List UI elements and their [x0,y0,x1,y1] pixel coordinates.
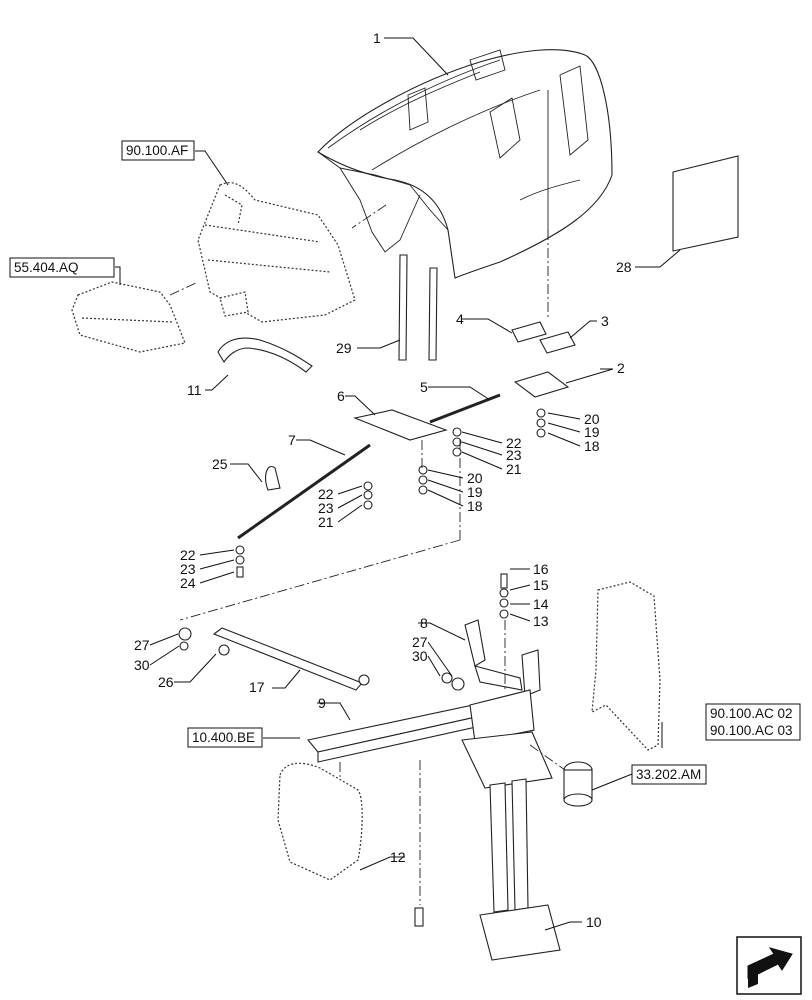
callout-20b: 20 [467,470,483,486]
bracket-3-part [539,331,576,354]
callout-3: 3 [601,313,609,329]
callout-19b: 19 [467,484,483,500]
callout-16: 16 [533,561,549,577]
washer-stack-right [499,408,546,619]
next-page-arrow-icon[interactable] [736,936,802,995]
reference-90-100-ac-02-label: 90.100.AC 02 [710,706,793,721]
callout-23b: 23 [318,500,334,516]
callout-18b: 18 [467,498,483,514]
callout-25: 25 [212,456,228,472]
rod-5-part [429,393,501,424]
leader-lines [115,37,681,931]
callout-24: 24 [180,575,196,591]
reference-33-202-am[interactable]: 33.202.AM [631,764,707,785]
callout-13: 13 [533,613,549,629]
reference-90-100-af-label: 90.100.AF [126,143,188,158]
callout-17: 17 [249,679,265,695]
strap-12-part [277,762,363,881]
callout-21a: 21 [506,461,522,477]
filter-part [563,761,593,807]
callout-22b: 22 [318,486,334,502]
callout-2: 2 [617,360,625,376]
sheet-part [672,155,739,252]
callout-29: 29 [336,340,352,356]
callout-30a: 30 [134,657,150,673]
callout-23a: 23 [506,447,522,463]
plate-6-part [353,409,448,441]
callout-30b: 30 [412,648,428,664]
reference-90-100-ac[interactable]: 90.100.AC 02 90.100.AC 03 [705,703,801,741]
reference-55-404-aq[interactable]: 55.404.AQ [9,257,115,278]
callout-20a: 20 [584,411,600,427]
callout-27a: 27 [134,637,150,653]
callout-11: 11 [187,382,202,398]
callout-5: 5 [420,379,428,395]
callout-6: 6 [337,388,345,404]
rod-17-assembly [178,627,465,691]
callout-10: 10 [586,914,602,930]
callout-8: 8 [420,615,428,631]
reference-33-202-am-label: 33.202.AM [636,767,701,782]
callout-14: 14 [533,596,549,612]
curved-rod-part [217,337,313,373]
reference-10-400-be[interactable]: 10.400.BE [187,727,263,748]
rear-panel [591,581,661,751]
callout-18a: 18 [584,438,600,454]
callout-4: 4 [456,311,464,327]
support-10-part [414,731,561,961]
callout-15: 15 [533,577,549,593]
reference-10-400-be-label: 10.400.BE [192,730,255,745]
callout-23c: 23 [180,561,196,577]
reference-90-100-ac-03-label: 90.100.AC 03 [710,723,793,738]
callout-9: 9 [318,695,326,711]
callout-22a: 22 [506,435,522,451]
rod-7-part [237,443,371,540]
callout-26: 26 [158,674,174,690]
callout-7: 7 [288,432,296,448]
bracket-4-part [511,321,547,343]
callout-21b: 21 [318,514,334,530]
bracket-8-part [464,619,541,697]
clip-25-part [265,466,281,491]
plate-2-part [513,371,570,398]
washer-stack-center [418,427,462,495]
callout-labels: 1 2 3 4 5 6 7 25 29 11 28 20 19 18 22 23… [134,30,632,930]
callout-12: 12 [390,849,406,865]
reference-55-404-aq-label: 55.404.AQ [14,260,79,275]
callout-19a: 19 [584,424,600,440]
grille-assembly [197,182,356,323]
frame-9-part [306,689,535,763]
reference-90-100-af[interactable]: 90.100.AF [121,140,195,161]
assembly-lines [169,204,566,905]
callout-22c: 22 [180,547,196,563]
washer-stack-left [235,481,373,578]
seal-strips-part [398,254,438,361]
front-weight [71,281,186,353]
hood-part [317,49,613,279]
callout-28: 28 [616,259,632,275]
callout-1: 1 [373,30,381,46]
callout-27b: 27 [412,634,428,650]
